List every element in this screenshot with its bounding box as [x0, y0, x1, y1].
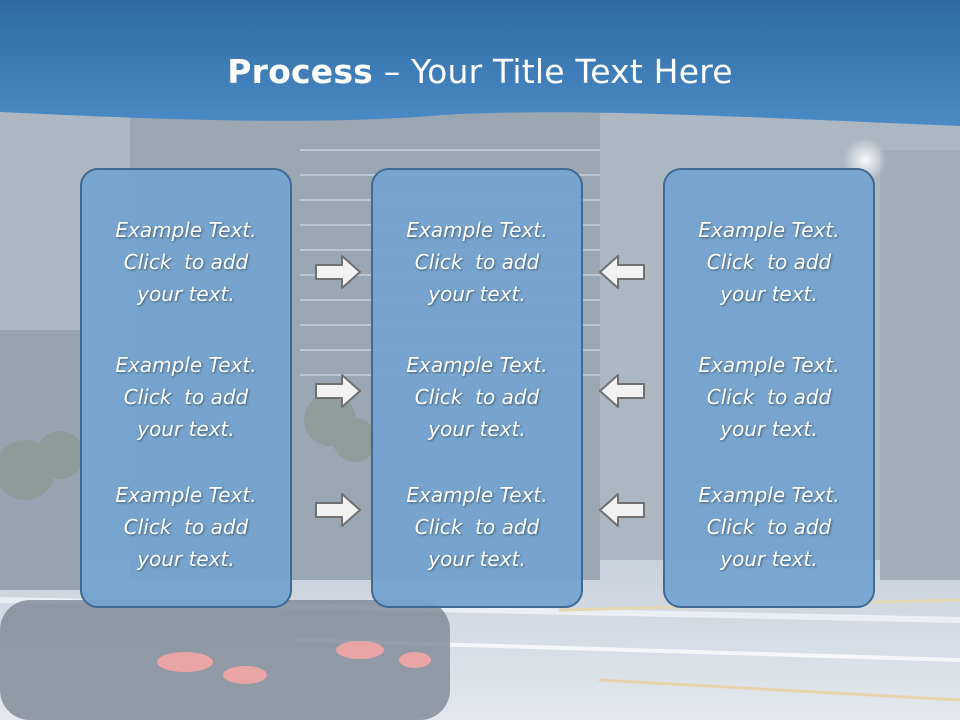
arrow-right-icon — [315, 255, 361, 289]
text-line: Example Text. — [406, 353, 548, 377]
title-rest: – Your Title Text Here — [373, 52, 733, 91]
text-line: Example Text. — [406, 218, 548, 242]
text-line: Click to add — [414, 515, 540, 539]
text-line: Click to add — [123, 385, 249, 409]
text-line: Example Text. — [698, 483, 840, 507]
right-process-box[interactable]: Example Text. Click to add your text. Ex… — [663, 168, 875, 608]
text-placeholder[interactable]: Example Text. Click to add your text. — [82, 349, 290, 445]
text-line: your text. — [137, 547, 235, 571]
text-line: Example Text. — [698, 353, 840, 377]
text-line: Example Text. — [115, 353, 257, 377]
text-line: Click to add — [706, 385, 832, 409]
text-placeholder[interactable]: Example Text. Click to add your text. — [665, 479, 873, 575]
text-line: Example Text. — [698, 218, 840, 242]
arrow-right-icon — [315, 493, 361, 527]
text-placeholder[interactable]: Example Text. Click to add your text. — [665, 214, 873, 310]
text-line: Click to add — [123, 515, 249, 539]
text-line: your text. — [137, 282, 235, 306]
text-line: Click to add — [706, 250, 832, 274]
text-placeholder[interactable]: Example Text. Click to add your text. — [373, 479, 581, 575]
text-line: Example Text. — [406, 483, 548, 507]
text-line: your text. — [428, 417, 526, 441]
slide-title: Process – Your Title Text Here — [0, 52, 960, 91]
arrow-left-icon — [599, 374, 645, 408]
text-line: your text. — [720, 547, 818, 571]
text-placeholder[interactable]: Example Text. Click to add your text. — [82, 479, 290, 575]
text-line: Click to add — [706, 515, 832, 539]
left-process-box[interactable]: Example Text. Click to add your text. Ex… — [80, 168, 292, 608]
text-line: your text. — [428, 282, 526, 306]
text-placeholder[interactable]: Example Text. Click to add your text. — [373, 214, 581, 310]
text-line: your text. — [720, 282, 818, 306]
text-line: your text. — [428, 547, 526, 571]
text-placeholder[interactable]: Example Text. Click to add your text. — [82, 214, 290, 310]
arrow-left-icon — [599, 255, 645, 289]
text-line: your text. — [137, 417, 235, 441]
arrow-left-icon — [599, 493, 645, 527]
text-line: Click to add — [414, 385, 540, 409]
text-placeholder[interactable]: Example Text. Click to add your text. — [373, 349, 581, 445]
text-line: Example Text. — [115, 483, 257, 507]
title-bold: Process — [227, 52, 374, 91]
text-placeholder[interactable]: Example Text. Click to add your text. — [665, 349, 873, 445]
text-line: your text. — [720, 417, 818, 441]
arrow-right-icon — [315, 374, 361, 408]
text-line: Click to add — [123, 250, 249, 274]
header-band — [0, 0, 960, 126]
text-line: Example Text. — [115, 218, 257, 242]
center-process-box[interactable]: Example Text. Click to add your text. Ex… — [371, 168, 583, 608]
text-line: Click to add — [414, 250, 540, 274]
